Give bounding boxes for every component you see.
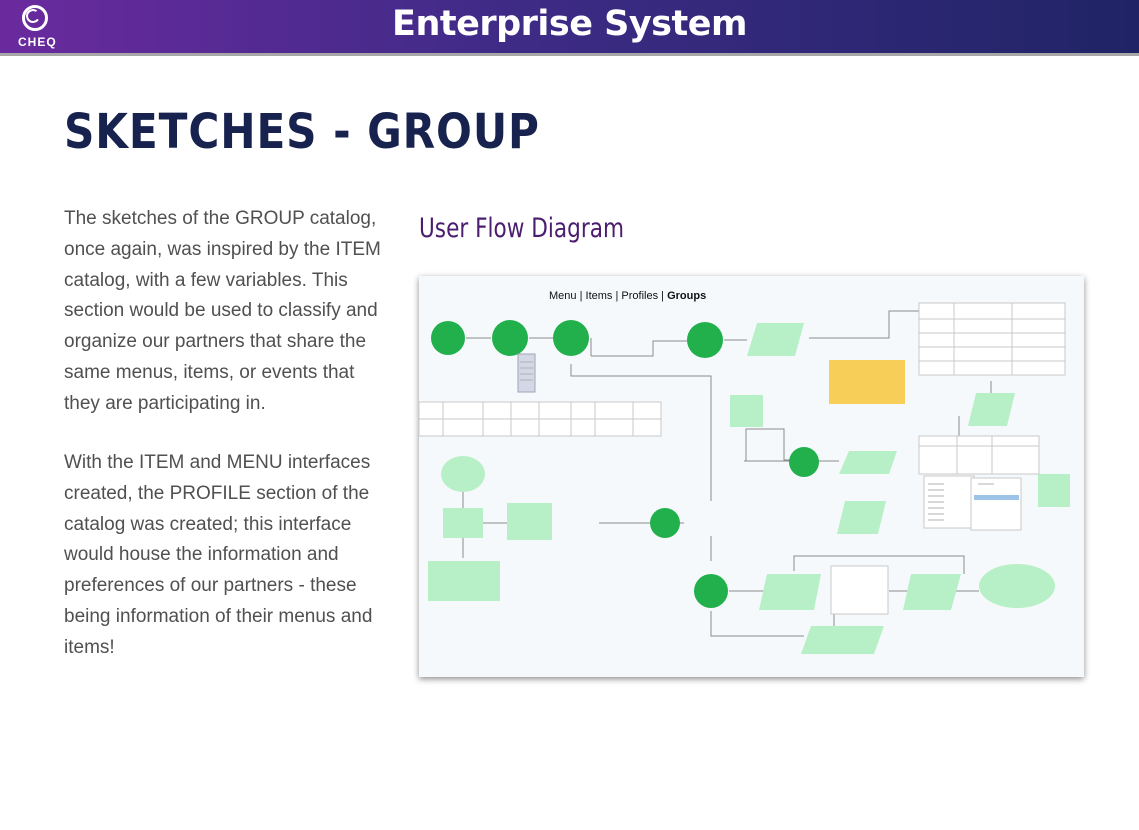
flow-process-shape bbox=[428, 561, 500, 601]
flow-sketch bbox=[419, 302, 1070, 654]
nav-menu: Menu bbox=[549, 290, 577, 302]
sticky-note bbox=[829, 360, 905, 404]
flow-io-shape bbox=[759, 574, 821, 610]
intro-paragraph: The sketches of the GROUP catalog, once … bbox=[64, 208, 381, 414]
cheq-logo[interactable]: CHEQ bbox=[18, 5, 56, 53]
logo-ring-icon bbox=[22, 5, 48, 31]
flow-terminal-shape bbox=[979, 564, 1055, 608]
start-nodes bbox=[431, 320, 819, 608]
sketch-table bbox=[918, 302, 1066, 376]
sketch-tables bbox=[419, 302, 1066, 615]
flow-io-shape bbox=[968, 393, 1015, 426]
flow-node bbox=[789, 447, 819, 477]
nav-separator: | bbox=[615, 290, 619, 302]
flow-node bbox=[694, 574, 728, 608]
sketch-list-rows bbox=[520, 361, 994, 521]
nav-profiles: Profiles bbox=[621, 290, 659, 302]
profile-paragraph: With the ITEM and MENU interfaces create… bbox=[64, 452, 373, 658]
sketch-listbox bbox=[970, 477, 1022, 531]
header-bar: CHEQ Enterprise System bbox=[0, 0, 1139, 56]
flow-terminal-shape bbox=[441, 456, 485, 492]
flow-node bbox=[431, 321, 465, 355]
flow-process-shape bbox=[730, 395, 763, 427]
user-flow-diagram: Menu | Items | Profiles | Groups bbox=[419, 276, 1084, 677]
flow-shapes bbox=[428, 323, 1070, 654]
diagram-heading: User Flow Diagram bbox=[419, 213, 625, 244]
flow-io-shape bbox=[837, 501, 886, 534]
sketch-menu-panel bbox=[517, 353, 536, 393]
nav-separator: | bbox=[661, 290, 665, 302]
sketch-dialog bbox=[830, 565, 889, 615]
flow-process-shape bbox=[507, 503, 552, 540]
flow-node bbox=[687, 322, 723, 358]
flow-io-shape bbox=[839, 451, 897, 474]
logo-text: CHEQ bbox=[18, 35, 57, 49]
system-title: Enterprise System bbox=[392, 4, 747, 44]
nav-items: Items bbox=[585, 290, 613, 302]
selected-item-highlight bbox=[974, 495, 1019, 500]
flow-node bbox=[650, 508, 680, 538]
page-title: SKETCHES - GROUP bbox=[64, 104, 540, 160]
sketch-table bbox=[918, 435, 1040, 475]
nav-separator: | bbox=[579, 290, 583, 302]
flow-process-shape bbox=[1038, 474, 1070, 507]
flow-io-shape bbox=[903, 574, 961, 610]
nav-groups: Groups bbox=[667, 290, 707, 302]
flow-node bbox=[492, 320, 528, 356]
flow-process-shape bbox=[443, 508, 483, 538]
flow-node bbox=[553, 320, 589, 356]
diagram-nav-title: Menu | Items | Profiles | Groups bbox=[549, 290, 706, 302]
flow-io-shape bbox=[747, 323, 804, 356]
flow-io-shape bbox=[801, 626, 884, 654]
